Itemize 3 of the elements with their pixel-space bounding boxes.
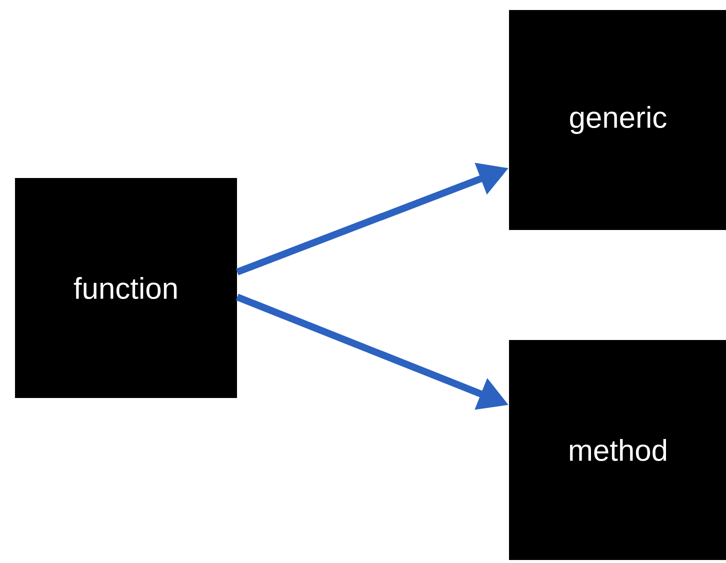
label-box: method xyxy=(509,340,726,560)
label-box: generic xyxy=(509,10,726,230)
label-box: function xyxy=(15,178,237,398)
